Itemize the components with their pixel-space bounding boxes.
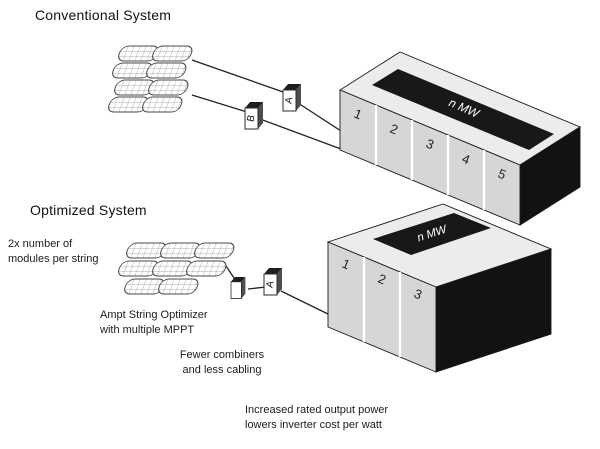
capacity-strip (372, 69, 554, 150)
optimized-inverter-cabinet: n MW 1 2 3 (326, 203, 553, 373)
solar-panel (144, 62, 189, 79)
combiner-box-b: B (244, 101, 264, 130)
conventional-wiring (191, 59, 342, 150)
optimizer-box-body (230, 276, 246, 300)
string-wire (297, 102, 342, 132)
solar-panel (184, 260, 229, 277)
conventional-solar-array-upper (110, 45, 195, 79)
string-wire (247, 286, 267, 290)
optimized-system-title: Optimized System (30, 202, 147, 218)
cabinet-section-numbers: 1 2 3 4 5 (352, 106, 508, 183)
solar-panel (156, 278, 201, 295)
string-wire (191, 94, 248, 113)
string-optimizer-box (230, 276, 246, 300)
string-wire (191, 59, 287, 94)
optimized-combiner-box-a: A (263, 267, 283, 296)
solar-panel (146, 79, 191, 96)
conventional-inverter-cabinet: n MW 1 2 3 4 5 (339, 51, 581, 226)
cabinet-front-face (339, 89, 521, 226)
combiner-label: A (264, 280, 276, 289)
conventional-system-title: Conventional System (35, 7, 172, 23)
combiner-label: A (283, 96, 295, 105)
modules-note: 2x number of modules per string (8, 238, 99, 265)
conventional-solar-array-lower (106, 79, 191, 113)
solar-panel (192, 242, 237, 259)
solar-panel (140, 96, 185, 113)
string-wire (259, 118, 342, 150)
capacity-strip (373, 213, 491, 255)
combiner-box-a: A (282, 83, 302, 112)
solar-panel (150, 45, 195, 62)
cabinet-panel-dividers (362, 257, 402, 357)
string-wire (280, 290, 331, 316)
output-note: Increased rated output power lowers inve… (245, 404, 389, 431)
optimized-solar-array (116, 242, 237, 295)
cabinet-panel-dividers (374, 105, 486, 210)
combiner-label: B (245, 114, 257, 123)
optimizer-note: Ampt String Optimizer with multiple MPPT (100, 309, 208, 336)
combiners-note: Fewer combiners and less cabling (179, 349, 265, 376)
